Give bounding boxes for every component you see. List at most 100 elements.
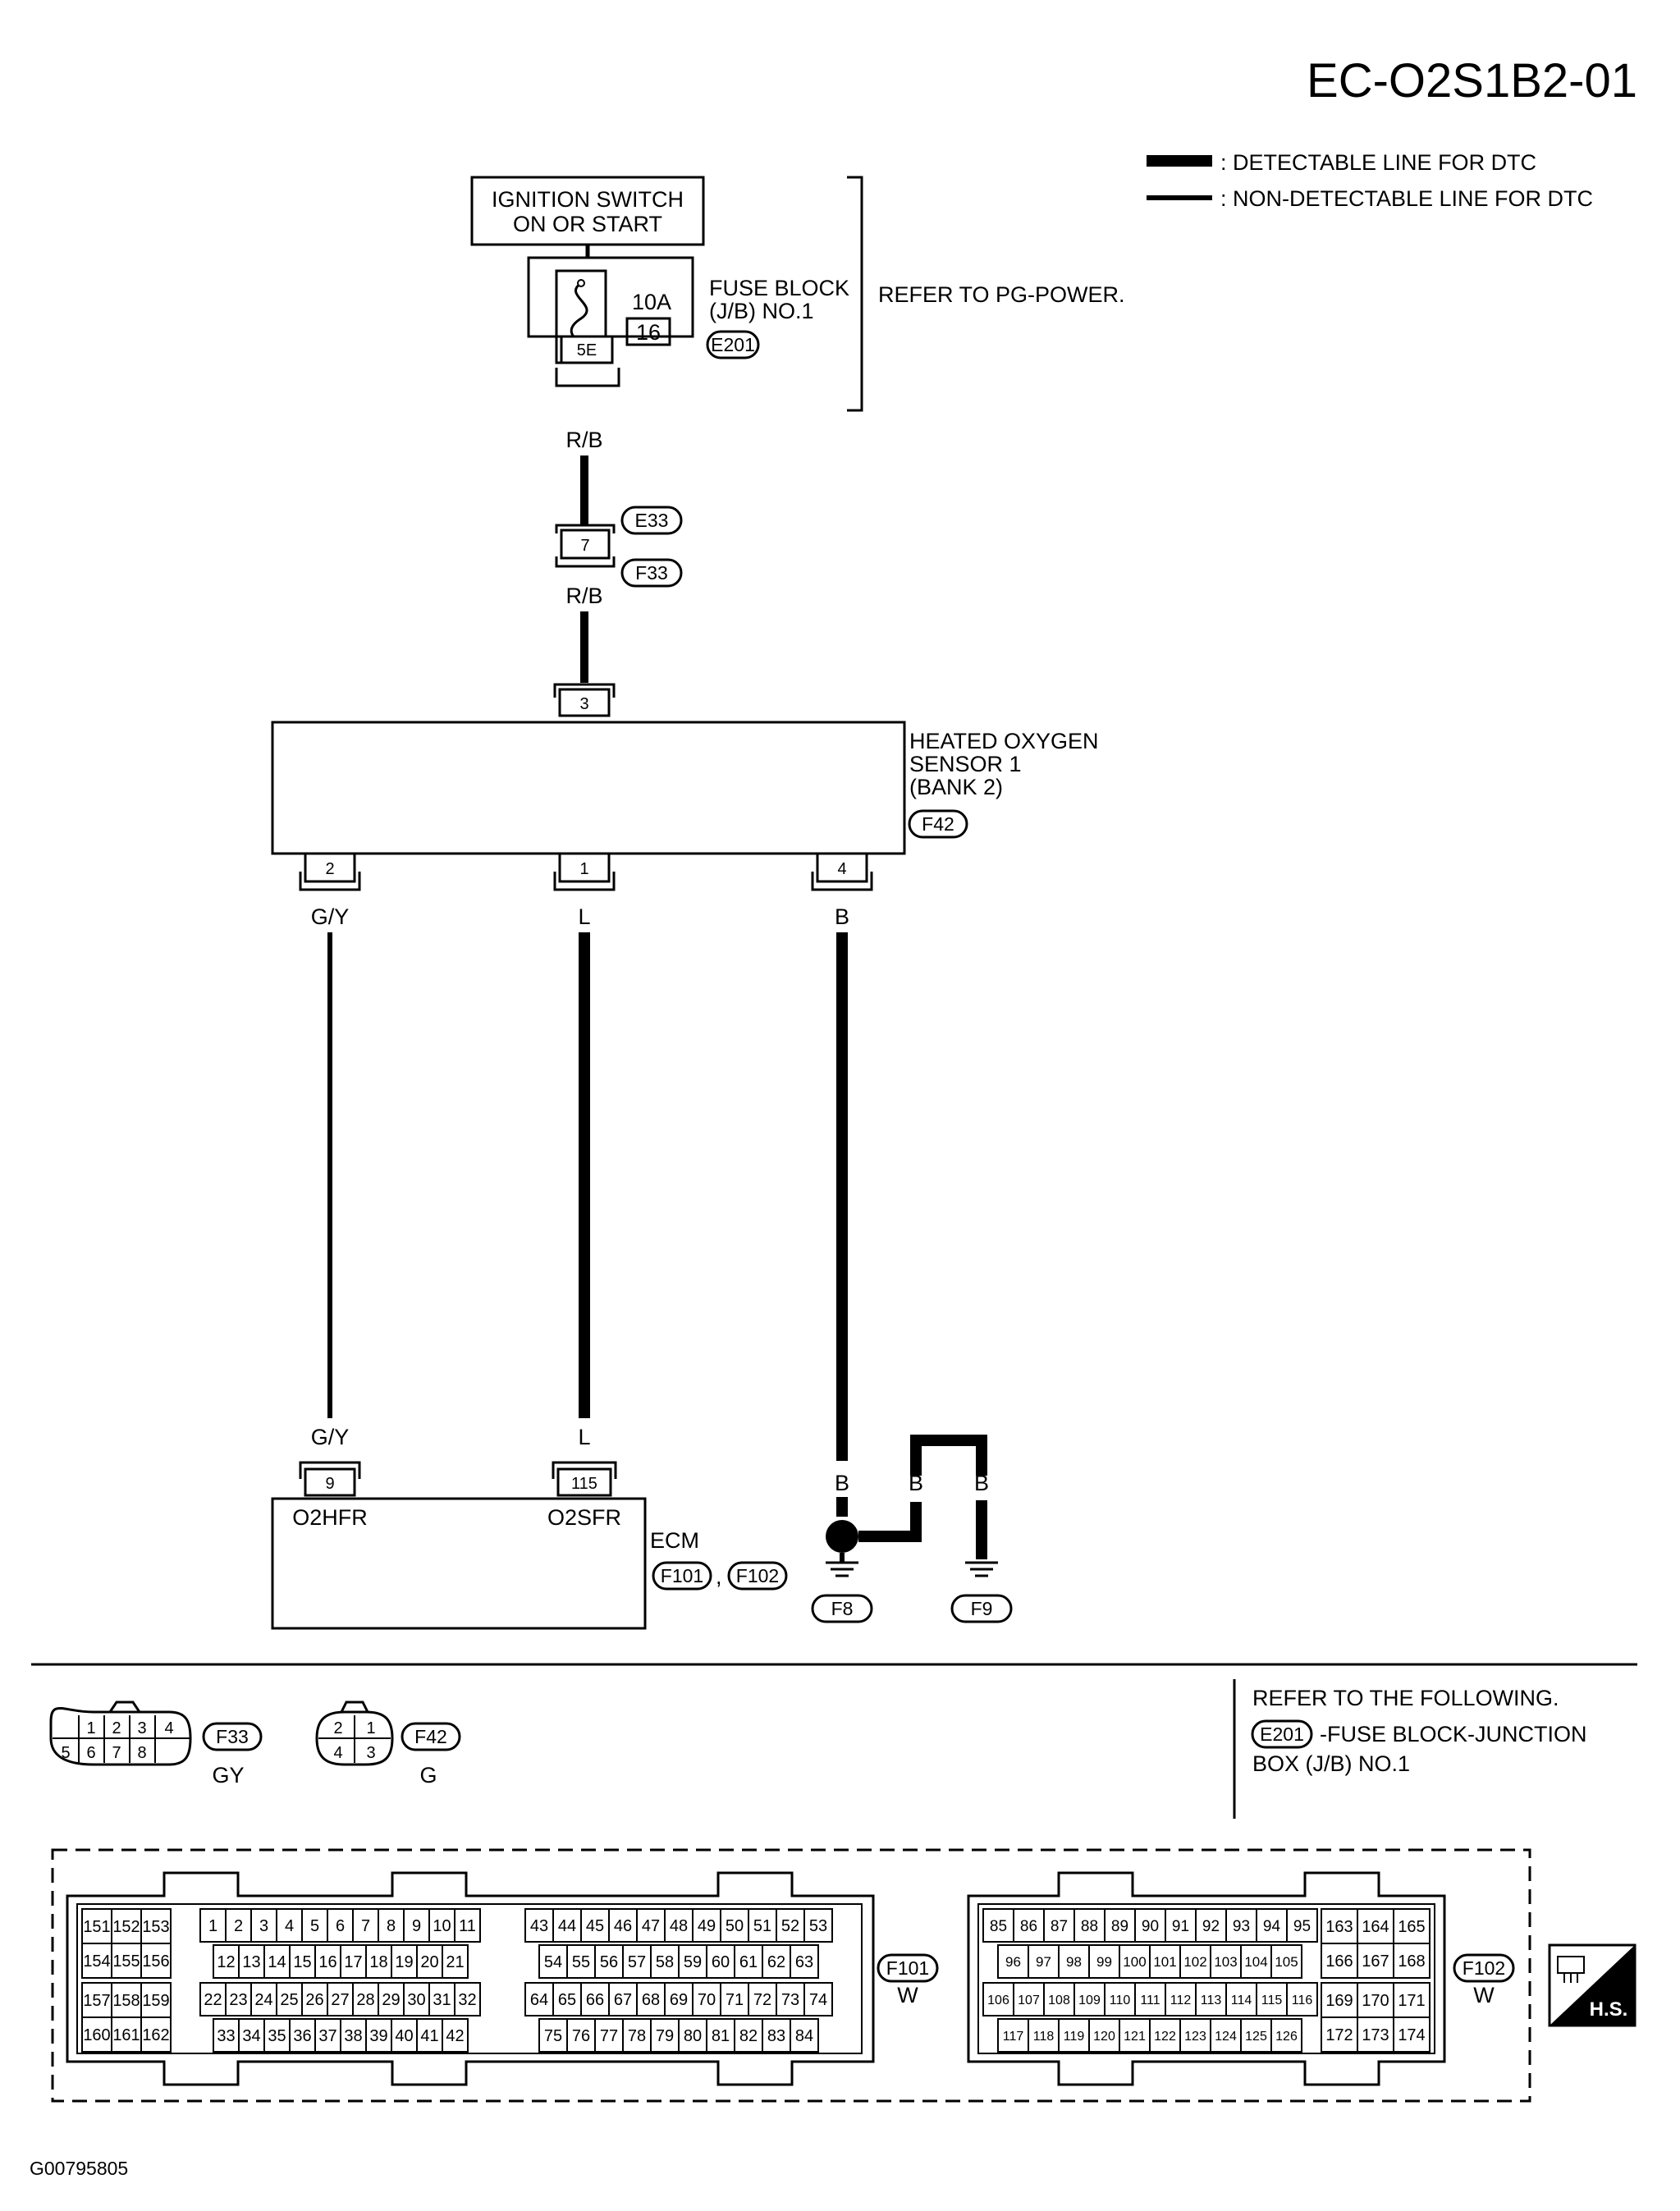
wire-b-ground-3: B (974, 1471, 989, 1495)
pin-number: 32 (458, 1991, 476, 2009)
pin-number: 161 (112, 2026, 140, 2044)
pin-cell (1393, 1943, 1431, 1979)
ground-f8: F8 (831, 1598, 854, 1619)
pin-number: 52 (781, 1917, 799, 1935)
pin-number: 45 (586, 1917, 604, 1935)
pin-number: 67 (614, 1991, 632, 2009)
pin-number: 51 (753, 1917, 771, 1935)
refer-text-2: BOX (J/B) NO.1 (1252, 1751, 1410, 1776)
svg-text:1: 1 (579, 860, 588, 878)
pin-number: 65 (558, 1991, 576, 2009)
pin-number: 63 (795, 1953, 813, 1971)
svg-text:2: 2 (112, 1719, 121, 1737)
pin-number: 165 (1398, 1918, 1425, 1936)
pin-number: 155 (112, 1952, 140, 1971)
joint-connector-top: E33 (635, 510, 669, 531)
pin-number: 112 (1170, 1994, 1192, 2007)
svg-text:8: 8 (137, 1744, 146, 1762)
ecm-pin-9: 9 (299, 1461, 361, 1497)
sensor-label-3: (BANK 2) (909, 775, 1003, 799)
wire-b-top: B (835, 904, 849, 929)
connector-f42-color: G (419, 1763, 437, 1788)
pin-number: 81 (712, 2027, 730, 2045)
pin-cell (1286, 1908, 1318, 1943)
pin-number: 66 (586, 1991, 604, 2009)
svg-text:7: 7 (580, 537, 589, 555)
pin-number: 61 (739, 1953, 758, 1971)
svg-text:4: 4 (837, 860, 846, 878)
svg-text:6: 6 (86, 1744, 95, 1762)
hs-label: H.S. (1590, 1998, 1628, 2021)
svg-text:3: 3 (366, 1744, 375, 1762)
ecm-connector-1-badge (652, 1561, 712, 1591)
svg-text:9: 9 (325, 1475, 334, 1493)
pin-number: 162 (142, 2026, 169, 2044)
pin-number: 26 (305, 1991, 323, 2009)
ecm-terminal-o2sfr: O2SFR (547, 1505, 621, 1530)
sensor-pin-2: 2 (299, 852, 361, 891)
refer-bracket (847, 176, 863, 412)
pin-cell (442, 1944, 469, 1979)
pin-number: 33 (217, 2027, 235, 2045)
svg-text:7: 7 (112, 1744, 121, 1762)
fuse-block-connector: E201 (711, 334, 755, 355)
pin-cell (140, 2016, 172, 2053)
pin-number: 68 (642, 1991, 660, 2009)
pin-number: 59 (684, 1953, 702, 1971)
pin-number: 9 (412, 1917, 421, 1935)
pin-cell (1270, 1944, 1302, 1979)
pin-number: 172 (1325, 2026, 1353, 2044)
pin-number: 88 (1081, 1918, 1098, 1935)
ground-f8-badge (811, 1594, 873, 1623)
pin-cell (803, 1982, 833, 2016)
fuse-amp: 10A (632, 290, 671, 314)
pin-number: 115 (1261, 1994, 1283, 2007)
pin-number: 100 (1123, 1954, 1146, 1970)
pin-number: 164 (1362, 1918, 1389, 1936)
hs-badge: H.S. (1548, 1943, 1637, 2027)
pin-cell (140, 1943, 172, 1979)
pin-cell (454, 1908, 481, 1943)
ecm-terminal-o2hfr: O2HFR (292, 1505, 368, 1530)
pin-number: 89 (1111, 1918, 1128, 1935)
wire-gy-top: G/Y (311, 904, 350, 929)
pin-cell (1286, 1982, 1318, 2016)
pin-number: 60 (712, 1953, 730, 1971)
figure-id: G00795805 (30, 2158, 128, 2179)
svg-text:1: 1 (366, 1719, 375, 1737)
pin-number: 157 (83, 1992, 110, 2010)
svg-text:115: 115 (571, 1475, 597, 1493)
splice-point (826, 1520, 858, 1553)
pin-number: 71 (726, 1991, 744, 2009)
pin-number: 95 (1293, 1918, 1311, 1935)
wire-gy-bottom: G/Y (311, 1425, 350, 1449)
fuse-block-label-2: (J/B) NO.1 (709, 299, 814, 323)
refer-connector-badge (1251, 1719, 1313, 1749)
pin-number: 14 (268, 1953, 286, 1971)
pin-number: 29 (382, 1991, 400, 2009)
pin-number: 174 (1398, 2026, 1425, 2044)
pin-number: 153 (142, 1918, 169, 1936)
pin-cell (1270, 2018, 1302, 2053)
pin-number: 109 (1078, 1994, 1101, 2007)
pin-number: 170 (1362, 1992, 1389, 2010)
svg-text:4: 4 (164, 1719, 173, 1737)
ecm-pin-115: 115 (552, 1461, 617, 1497)
pin-number: 154 (83, 1952, 110, 1971)
sensor-connector: F42 (922, 813, 954, 835)
ignition-label-2: ON OR START (513, 212, 662, 236)
refer-pg-power: REFER TO PG-POWER. (878, 282, 1125, 307)
pin-number: 77 (600, 2027, 618, 2045)
wire-l-top: L (578, 904, 590, 929)
pin-number: 163 (1325, 1918, 1353, 1936)
ground-f9: F9 (971, 1598, 993, 1619)
sensor-label-2: SENSOR 1 (909, 752, 1022, 776)
pin-number: 97 (1036, 1954, 1051, 1970)
wire-b-ground-2: B (909, 1471, 923, 1495)
svg-text:2: 2 (325, 860, 334, 878)
connector-f101-color: W (897, 1983, 918, 2007)
connector-f33-name: F33 (216, 1726, 249, 1747)
pin-number: 57 (628, 1953, 646, 1971)
